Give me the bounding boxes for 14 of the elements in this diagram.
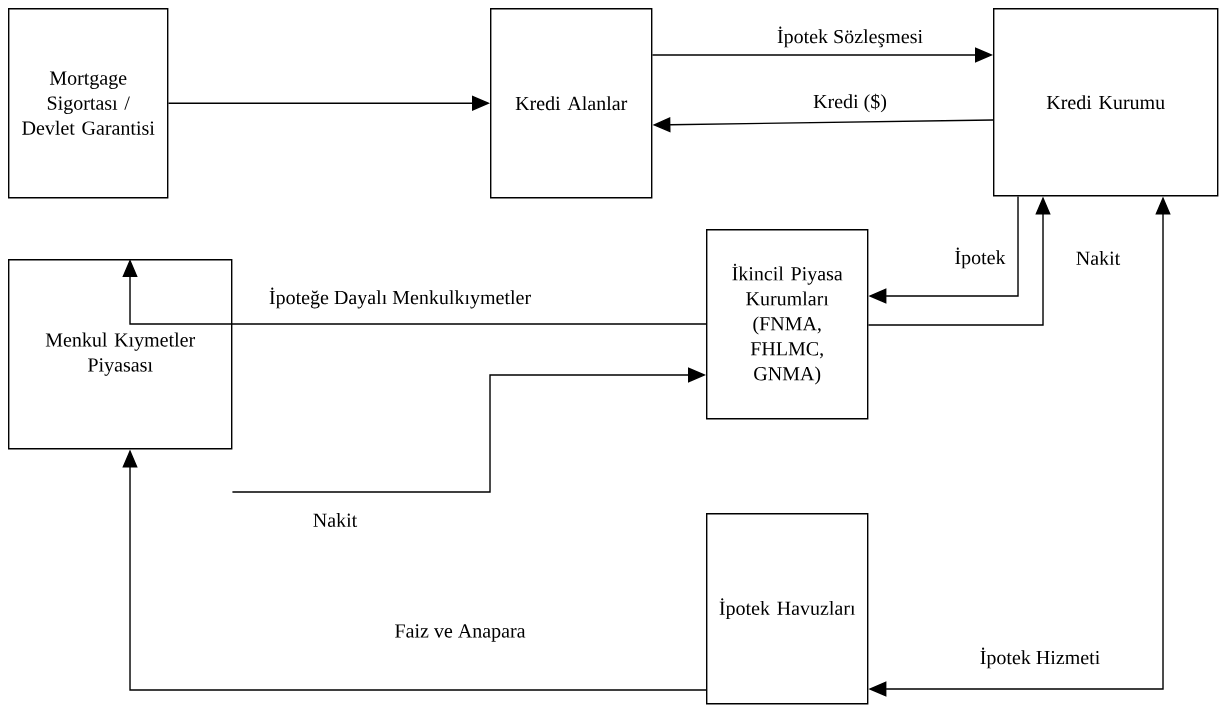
process-box: Kredi Alanlar [490, 8, 653, 199]
process-box: İpotek Havuzları [706, 513, 869, 705]
edge-label: Nakit [1074, 249, 1122, 267]
edge-label: Faiz ve Anapara [393, 623, 527, 643]
process-box: Menkul Kıymetler Piyasası [8, 259, 233, 450]
edge-label: İpoteğe Dayalı Menkulkıymetler [267, 286, 533, 310]
process-box: Kredi Kurumu [993, 8, 1219, 197]
edge-label: Nakit [311, 511, 359, 529]
edge-label: İpotek [953, 246, 1007, 270]
edge-label: Kredi ($) [812, 92, 888, 114]
edge-label: İpotek Sözleşmesi [775, 25, 925, 49]
process-box: Mortgage Sigortası / Devlet Garantisi [8, 8, 169, 199]
edge-label: İpotek Hizmeti [978, 646, 1102, 670]
process-box: İkincil Piyasa Kurumları (FNMA, FHLMC, GNMA) [706, 229, 869, 420]
